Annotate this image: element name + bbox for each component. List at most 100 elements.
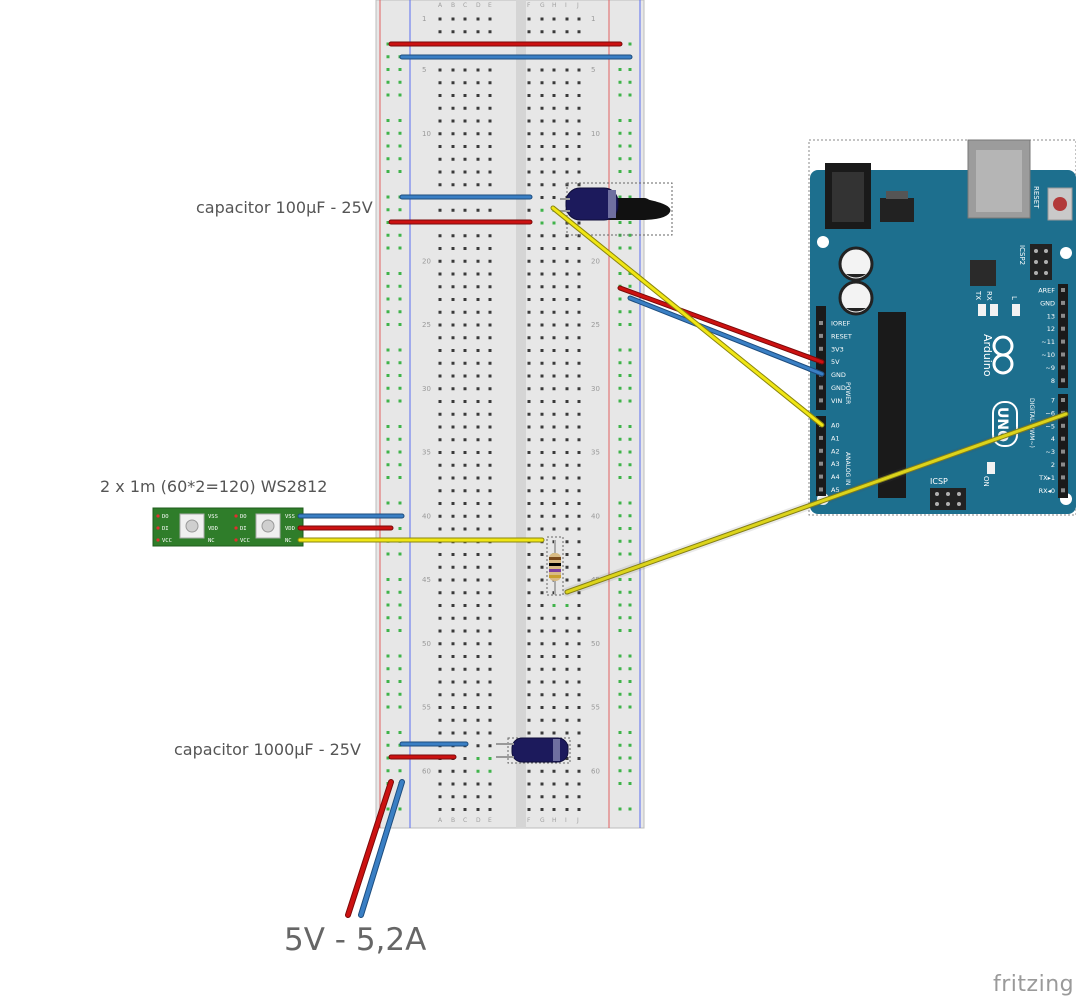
power-header (816, 306, 826, 410)
wire-blue (628, 296, 824, 376)
row-number: 35 (422, 449, 431, 457)
row-number: 60 (422, 767, 431, 775)
voltage-regulator (880, 198, 914, 222)
arduino-pin-label: A5 (831, 486, 840, 494)
arduino-pin-label: GND (831, 371, 846, 379)
icsp2-header (1030, 244, 1052, 280)
arduino-pin-label: RESET (831, 332, 852, 340)
column-letter: D (476, 817, 481, 824)
tx-led-label: TX (974, 290, 982, 300)
row-number: 45 (422, 576, 431, 584)
arduino-pin-label: A0 (831, 422, 840, 430)
row-number: 40 (422, 512, 431, 520)
column-letter: E (488, 2, 492, 9)
strip-pin-label: DO (162, 514, 169, 520)
column-letter: H (552, 2, 557, 9)
column-letter: C (463, 817, 467, 824)
arduino-pin-label: GND (831, 384, 846, 392)
wire-yellow (551, 206, 824, 427)
arduino-pin-label: GND (1040, 299, 1055, 307)
arduino-brand-text: Arduino (981, 334, 994, 377)
arduino-pin-label: A3 (831, 460, 840, 468)
arduino-pin-label: 3V3 (831, 345, 844, 353)
row-number: 5 (591, 66, 595, 74)
digital-header-bottom (1058, 394, 1068, 498)
arduino-pin-label: 2 (1051, 461, 1055, 469)
strip-pin-label: VSS (208, 514, 218, 520)
column-letter: B (451, 817, 455, 824)
row-number: 20 (591, 257, 600, 265)
arduino-pin-label: ~5 (1045, 422, 1055, 430)
column-letter: C (463, 2, 467, 9)
row-number: 40 (591, 512, 600, 520)
column-letter: G (540, 2, 545, 9)
led-strip: DO DI VCC VSS VDD NC DO DI VCC VSS VDD N… (152, 507, 304, 547)
arduino-uno-board: RESET ICSP2 ICSP TX RX L ON (808, 139, 1076, 516)
microcontroller-chip (878, 312, 906, 498)
column-letter: J (576, 817, 579, 824)
wire-red (618, 286, 824, 364)
led-strip-label: 2 x 1m (60*2=120) WS2812 (100, 477, 328, 496)
arduino-pin-label: ~3 (1045, 448, 1055, 456)
arduino-pin-label: ~9 (1045, 364, 1055, 372)
column-letter: I (565, 2, 567, 9)
capacitor-100uf-label: capacitor 100µF - 25V (196, 198, 373, 217)
column-letter: A (438, 817, 443, 824)
row-number: 35 (591, 449, 600, 457)
digital-header-label: DIGITAL (PWM~) (1028, 398, 1035, 448)
arduino-pin-label: A2 (831, 447, 840, 455)
arduino-pin-label: ~6 (1045, 409, 1055, 417)
strip-pin-label: VCC (240, 538, 250, 544)
power-supply-label: 5V - 5,2A (284, 922, 427, 958)
icsp2-label: ICSP2 (1018, 245, 1026, 265)
strip-pin-label: VDD (208, 526, 218, 532)
arduino-pin-label: AREF (1038, 287, 1055, 295)
row-number: 10 (422, 130, 431, 138)
arduino-pin-label: 13 (1047, 312, 1055, 320)
wire-yellow (565, 412, 1068, 594)
row-number: 55 (422, 704, 431, 712)
breadboard: 1155101015152020252530303535404045455050… (375, 0, 645, 829)
row-number: 30 (591, 385, 600, 393)
arduino-pin-label: 5V (831, 358, 840, 366)
resistor (546, 536, 564, 596)
analog-header-label: ANALOG IN (844, 452, 851, 485)
column-letter: F (527, 2, 531, 9)
strip-pin-label: DI (162, 526, 169, 532)
row-number: 50 (591, 640, 600, 648)
reset-button (1047, 187, 1073, 221)
row-number: 1 (422, 15, 426, 23)
row-number: 5 (422, 66, 426, 74)
strip-pin-label: VSS (285, 514, 295, 520)
analog-header (816, 416, 826, 496)
column-letter: F (527, 817, 531, 824)
l-led-label: L (1010, 296, 1018, 300)
row-number: 60 (591, 767, 600, 775)
on-led-label: ON (982, 476, 990, 487)
capacitor-1000uf-label: capacitor 1000µF - 25V (174, 740, 361, 759)
arduino-pin-label: 12 (1047, 325, 1055, 333)
arduino-pin-label: TX▸1 (1038, 474, 1055, 482)
column-letter: J (576, 2, 579, 9)
strip-pin-label: NC (208, 538, 215, 544)
arduino-pin-label: ~10 (1041, 351, 1055, 359)
column-letter: E (488, 817, 492, 824)
column-letter: G (540, 817, 545, 824)
arduino-pin-label: 4 (1051, 435, 1055, 443)
arduino-pin-label: RX◂0 (1039, 487, 1055, 495)
column-letter: H (552, 817, 557, 824)
arduino-pin-label: 7 (1051, 397, 1055, 405)
rx-led-label: RX (985, 291, 993, 301)
column-letter: B (451, 2, 455, 9)
icsp-label: ICSP (930, 477, 948, 486)
arduino-pin-label: A1 (831, 434, 840, 442)
row-number: 55 (591, 704, 600, 712)
arduino-pin-label: VIN (831, 397, 842, 405)
column-letter: A (438, 2, 443, 9)
strip-pin-label: DO (240, 514, 247, 520)
arduino-pin-label: IOREF (831, 320, 851, 328)
row-number: 20 (422, 257, 431, 265)
column-letter: I (565, 817, 567, 824)
